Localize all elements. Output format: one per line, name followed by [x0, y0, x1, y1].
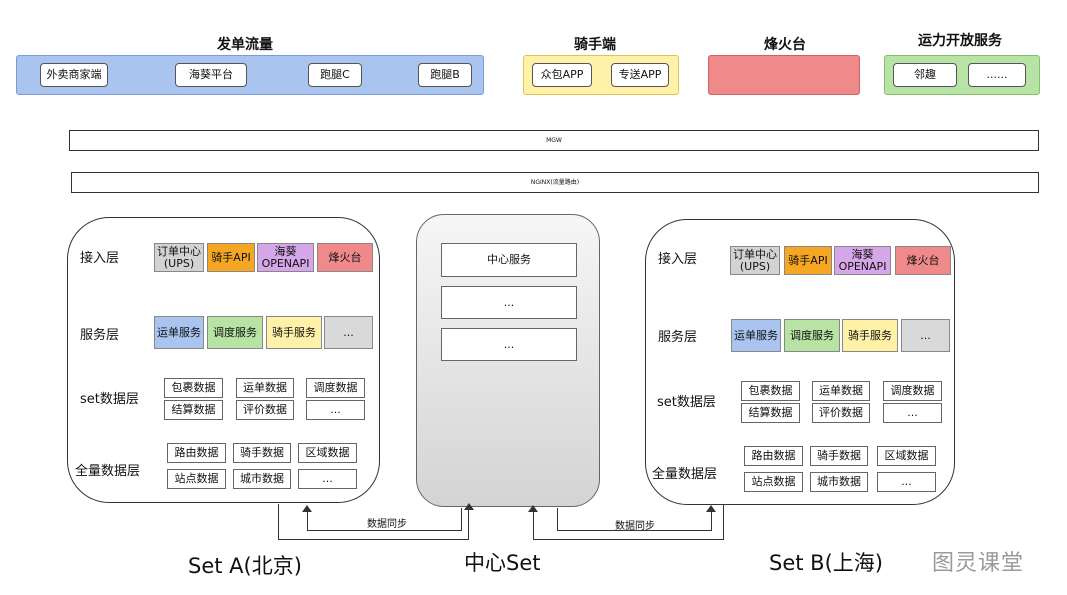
- nginx-bar: NGINX(流量路由): [71, 172, 1039, 193]
- set-b-access-ups[interactable]: 订单中心(UPS): [730, 246, 780, 275]
- sync-right-line: [557, 530, 712, 531]
- set-b-data-review: 评价数据: [812, 403, 870, 423]
- set-a-full-station: 站点数据: [167, 469, 226, 489]
- set-a-layer-service: 服务层: [80, 328, 120, 343]
- center-service[interactable]: 中心服务: [441, 243, 577, 277]
- set-b-layer-service: 服务层: [658, 330, 698, 345]
- set-b-full-region: 区域数据: [877, 446, 936, 466]
- capacity-title: 运力开放服务: [918, 33, 1002, 49]
- set-a-access-ups[interactable]: 订单中心(UPS): [154, 243, 204, 272]
- set-a-data-more: ...: [306, 400, 365, 420]
- set-b-data-more: ...: [883, 403, 942, 423]
- set-b-access-beacon[interactable]: 烽火台: [895, 246, 951, 275]
- set-a-full-city: 城市数据: [233, 469, 291, 489]
- sync-left-line: [278, 504, 279, 540]
- orders-item-errand-c[interactable]: 跑腿C: [308, 63, 362, 87]
- set-b-access-rider-api[interactable]: 骑手API: [784, 246, 832, 275]
- set-a-caption: Set A(北京): [188, 554, 302, 578]
- set-b-full-station: 站点数据: [744, 472, 803, 492]
- sync-left-line: [461, 508, 462, 531]
- arrow-up-icon: [528, 505, 538, 512]
- arrow-up-icon: [464, 503, 474, 510]
- sync-left-line: [468, 508, 469, 540]
- set-a-service-dispatch[interactable]: 调度服务: [207, 316, 263, 349]
- set-a-data-parcel: 包裹数据: [164, 378, 223, 398]
- set-a-full-more: ...: [298, 469, 357, 489]
- set-b-service-more[interactable]: ...: [901, 319, 950, 352]
- set-a-service-waybill[interactable]: 运单服务: [154, 316, 204, 349]
- capacity-item-more[interactable]: ......: [968, 63, 1026, 87]
- set-a-access-haikui-openapi[interactable]: 海葵OPENAPI: [257, 243, 314, 272]
- sync-right-line: [533, 512, 534, 540]
- center-set-caption: 中心Set: [464, 551, 541, 575]
- set-a-full-rider: 骑手数据: [233, 443, 291, 463]
- set-b-layer-full-data: 全量数据层: [652, 467, 718, 482]
- set-a-data-dispatch: 调度数据: [306, 378, 365, 398]
- set-a-data-review: 评价数据: [236, 400, 294, 420]
- set-b-data-dispatch: 调度数据: [883, 381, 942, 401]
- set-b-full-more: ...: [877, 472, 936, 492]
- sync-right-label: 数据同步: [615, 521, 655, 532]
- rider-item-express[interactable]: 专送APP: [611, 63, 669, 87]
- sync-right-line: [711, 512, 712, 531]
- set-a-service-rider[interactable]: 骑手服务: [266, 316, 322, 349]
- orders-item-merchant[interactable]: 外卖商家端: [40, 63, 108, 87]
- arrow-up-icon: [302, 505, 312, 512]
- rider-title: 骑手端: [574, 37, 616, 53]
- set-b-data-settlement: 结算数据: [741, 403, 800, 423]
- set-a-data-settlement: 结算数据: [164, 400, 223, 420]
- set-a-layer-full-data: 全量数据层: [75, 464, 141, 479]
- set-a-full-route: 路由数据: [167, 443, 226, 463]
- center-service-more-1[interactable]: ...: [441, 286, 577, 319]
- sync-left-line: [307, 512, 308, 531]
- capacity-item-linqu[interactable]: 邻趣: [893, 63, 957, 87]
- set-a-full-region: 区域数据: [298, 443, 357, 463]
- set-b-full-route: 路由数据: [744, 446, 803, 466]
- orders-item-haikui[interactable]: 海葵平台: [175, 63, 247, 87]
- set-b-service-rider[interactable]: 骑手服务: [842, 319, 898, 352]
- center-service-more-2[interactable]: ...: [441, 328, 577, 361]
- set-a-layer-set-data: set数据层: [80, 392, 139, 407]
- sync-left-line: [307, 530, 462, 531]
- arrow-up-icon: [706, 505, 716, 512]
- orders-title: 发单流量: [217, 37, 273, 53]
- rider-item-crowd[interactable]: 众包APP: [532, 63, 592, 87]
- set-a-data-waybill: 运单数据: [236, 378, 294, 398]
- set-b-full-city: 城市数据: [810, 472, 868, 492]
- beacon-group[interactable]: [708, 55, 860, 95]
- orders-item-errand-b[interactable]: 跑腿B: [418, 63, 472, 87]
- set-b-layer-access: 接入层: [658, 252, 698, 267]
- set-b-layer-set-data: set数据层: [657, 395, 716, 410]
- set-a-access-beacon[interactable]: 烽火台: [317, 243, 373, 272]
- sync-right-line: [723, 504, 724, 540]
- set-b-data-waybill: 运单数据: [812, 381, 870, 401]
- sync-right-line: [533, 539, 724, 540]
- set-a-layer-access: 接入层: [80, 251, 120, 266]
- sync-left-line: [278, 539, 469, 540]
- mgw-bar: MGW: [69, 130, 1039, 151]
- set-a-service-more[interactable]: ...: [324, 316, 373, 349]
- watermark: 图灵课堂: [932, 551, 1025, 576]
- sync-left-label: 数据同步: [367, 519, 407, 530]
- set-b-caption: Set B(上海): [769, 551, 883, 575]
- set-a-access-rider-api[interactable]: 骑手API: [207, 243, 255, 272]
- set-b-service-dispatch[interactable]: 调度服务: [784, 319, 840, 352]
- set-b-service-waybill[interactable]: 运单服务: [731, 319, 781, 352]
- set-b-data-parcel: 包裹数据: [741, 381, 800, 401]
- sync-right-line: [557, 508, 558, 531]
- set-b-full-rider: 骑手数据: [810, 446, 868, 466]
- set-b-access-haikui-openapi[interactable]: 海葵OPENAPI: [834, 246, 891, 275]
- beacon-title: 烽火台: [764, 37, 806, 53]
